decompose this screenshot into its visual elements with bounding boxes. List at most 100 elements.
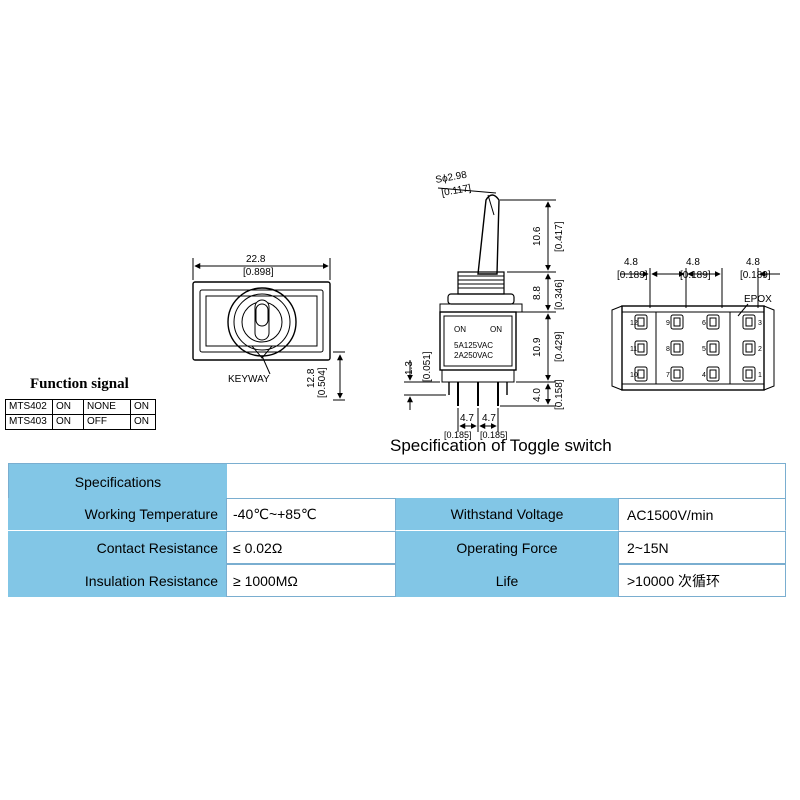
state-cell: NONE — [83, 399, 131, 415]
terminal-number: 3 — [758, 320, 762, 327]
table-row: MTS403 ON OFF ON — [5, 414, 156, 430]
terminal-pin — [637, 369, 645, 379]
spec-label: Working Temperature — [8, 498, 226, 531]
spec-row: Insulation Resistance ≥ 1000MΩ Life >100… — [8, 564, 786, 597]
spec-header-row: Specifications — [8, 463, 786, 500]
drawing-labels: 22.8 [0.898] KEYWAY 12.8 [0.504] Sϕ2.98 … — [228, 170, 772, 440]
side-view — [404, 187, 556, 432]
function-signal-table: MTS402 ON NONE ON MTS403 ON OFF ON — [5, 399, 156, 430]
top-height-mm: 12.8 — [306, 368, 317, 388]
pitch-c-in: [0.189] — [740, 270, 771, 281]
rating-1: 5A125VAC — [454, 341, 493, 350]
bushing-in: [0.346] — [554, 279, 565, 310]
terminal-number: 10 — [630, 372, 638, 379]
terminal-number: 7 — [666, 372, 670, 379]
terminal-pin — [745, 369, 753, 379]
pitch1-in: [0.185] — [444, 430, 472, 440]
spec-value: -40℃~+85℃ — [226, 498, 396, 531]
terminal-pin — [709, 343, 717, 353]
spec-value: AC1500V/min — [618, 498, 786, 531]
terminal-number: 4 — [702, 372, 706, 379]
spec-value: 2~15N — [618, 531, 786, 564]
terminal-pin — [745, 343, 753, 353]
pin-mm: 4.0 — [532, 388, 543, 402]
terminal-number: 5 — [702, 346, 706, 353]
spec-value: >10000 次循环 — [618, 564, 786, 597]
state-cell: OFF — [83, 414, 131, 430]
terminal-pad — [634, 314, 648, 330]
terminal-pin — [745, 317, 753, 327]
spec-value: ≤ 0.02Ω — [226, 531, 396, 564]
body-in: [0.429] — [554, 331, 565, 362]
terminal-number: 11 — [630, 346, 637, 353]
spec-header-label: Specifications — [9, 464, 227, 499]
bushing-mm: 8.8 — [532, 286, 543, 300]
terminal-pad — [634, 340, 648, 356]
terminal-pad — [706, 366, 720, 382]
keyway-label: KEYWAY — [228, 374, 270, 385]
terminal-pin — [673, 369, 681, 379]
pitch1-mm: 4.7 — [460, 413, 474, 424]
model-cell: MTS402 — [5, 399, 53, 415]
pitch-c-mm: 4.8 — [746, 257, 760, 268]
pitch2-in: [0.185] — [480, 430, 508, 440]
spec-label: Withstand Voltage — [396, 498, 618, 531]
model-cell: MTS403 — [5, 414, 53, 430]
diagram-title: Specification of Toggle switch — [390, 436, 612, 455]
specifications-table: Specifications Working Temperature -40℃~… — [8, 463, 786, 600]
pitch-b-in: [0.189] — [680, 270, 711, 281]
pitch-a-in: [0.189] — [617, 270, 648, 281]
spec-value: ≥ 1000MΩ — [226, 564, 396, 597]
function-signal-title: Function signal — [30, 376, 129, 392]
terminal-pad — [670, 314, 684, 330]
spec-row: Contact Resistance ≤ 0.02Ω Operating For… — [8, 531, 786, 564]
terminal-pin — [709, 369, 717, 379]
spec-label: Operating Force — [396, 531, 618, 564]
top-width-in: [0.898] — [243, 267, 274, 278]
spec-label: Insulation Resistance — [8, 564, 226, 597]
offset-in: [0.051] — [422, 351, 433, 382]
terminal-pin — [709, 317, 717, 327]
terminal-number: 8 — [666, 346, 670, 353]
terminal-pin — [673, 343, 681, 353]
terminal-pad — [742, 340, 756, 356]
offset-mm: 1.3 — [404, 361, 415, 375]
lever-length-in: [0.417] — [554, 221, 565, 252]
pitch-b-mm: 4.8 — [686, 257, 700, 268]
toggle-switch-drawing: 22.8 [0.898] KEYWAY 12.8 [0.504] Sϕ2.98 … — [192, 170, 780, 440]
terminal-pin — [637, 317, 645, 327]
terminal-pin — [673, 317, 681, 327]
terminal-pad — [670, 340, 684, 356]
spec-label: Contact Resistance — [8, 531, 226, 564]
state-cell: ON — [52, 399, 84, 415]
rating-2: 2A250VAC — [454, 351, 493, 360]
terminal-pad — [634, 366, 648, 382]
terminal-pin — [637, 343, 645, 353]
state-cell: ON — [130, 414, 156, 430]
spec-row: Working Temperature -40℃~+85℃ Withstand … — [8, 498, 786, 531]
top-view — [192, 258, 345, 401]
terminal-pad — [670, 366, 684, 382]
epox-label: EPOX — [744, 294, 772, 305]
lever-length-mm: 10.6 — [532, 226, 543, 246]
terminal-number: 12 — [630, 320, 638, 327]
bottom-view — [611, 268, 780, 391]
pitch-a-mm: 4.8 — [624, 257, 638, 268]
pitch2-mm: 4.7 — [482, 413, 496, 424]
terminal-number: 9 — [666, 320, 670, 327]
terminal-pad — [706, 340, 720, 356]
body-mm: 10.9 — [532, 337, 543, 357]
terminal-number: 2 — [758, 346, 762, 353]
lever-diameter-in: [0.117] — [441, 183, 473, 199]
top-height-in: [0.504] — [317, 367, 328, 398]
on-left: ON — [454, 325, 466, 334]
terminal-pad — [706, 314, 720, 330]
pin-in: [0.158] — [554, 379, 565, 410]
table-row: MTS402 ON NONE ON — [5, 399, 156, 415]
spec-label: Life — [396, 564, 618, 597]
state-cell: ON — [130, 399, 156, 415]
terminal-number: 6 — [702, 320, 706, 327]
top-width-mm: 22.8 — [246, 254, 266, 265]
terminal-pad — [742, 366, 756, 382]
terminal-number: 1 — [758, 372, 762, 379]
